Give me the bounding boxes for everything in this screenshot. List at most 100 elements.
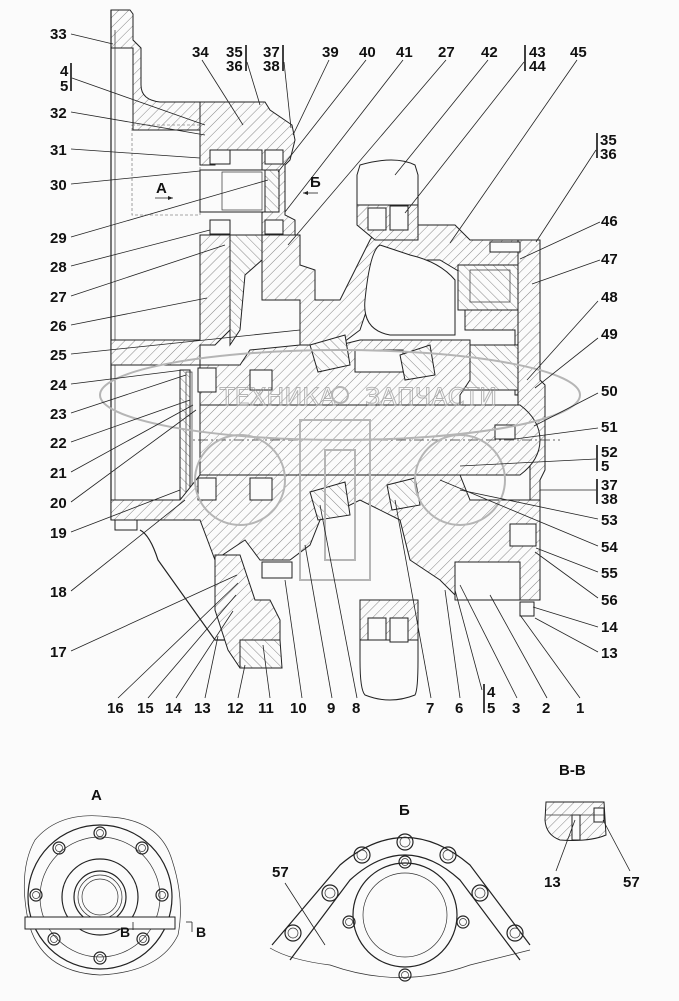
input-bearing-upper bbox=[209, 149, 231, 165]
hub-bearing-mid-upper bbox=[249, 369, 273, 391]
view-vv-callout-57: 57 bbox=[623, 874, 640, 891]
callout-13: 13 bbox=[194, 700, 211, 717]
view-a-bore bbox=[81, 878, 119, 916]
callout-22: 22 bbox=[50, 435, 67, 452]
planet-gear-upper bbox=[457, 264, 519, 311]
callout-4: 4 bbox=[60, 63, 69, 80]
callout-21: 21 bbox=[50, 465, 67, 482]
bull-gear-hub-upper bbox=[356, 204, 419, 241]
callout-36-right: 36 bbox=[600, 146, 617, 163]
view-vv-title: В-В bbox=[559, 762, 586, 779]
callout-44: 44 bbox=[529, 58, 546, 75]
callout-13-right: 13 bbox=[601, 645, 618, 662]
input-plug bbox=[264, 169, 280, 213]
callout-51: 51 bbox=[601, 419, 618, 436]
axle-end-plate bbox=[179, 369, 191, 501]
callouts-left: 33 4 5 32 31 30 29 28 27 26 25 24 23 22 … bbox=[50, 26, 301, 661]
housing-left bbox=[110, 234, 231, 366]
view-a-bolt-circle bbox=[39, 836, 161, 958]
bull-gear-bearing-lower bbox=[367, 617, 387, 641]
view-a-bolts bbox=[29, 826, 169, 965]
callout-12: 12 bbox=[227, 700, 244, 717]
view-a-outer-contour bbox=[23, 815, 181, 976]
main-section: ТЕХНИКА ЗАПЧАСТИ А Б bbox=[99, 9, 581, 701]
callout-54: 54 bbox=[601, 539, 618, 556]
callouts-bottom: 16 15 14 13 12 11 10 9 8 7 6 4 5 3 2 1 bbox=[107, 499, 584, 717]
callout-17: 17 bbox=[50, 644, 67, 661]
cover-bolt-top bbox=[489, 241, 521, 253]
view-b-title: Б bbox=[399, 802, 410, 819]
callout-6: 6 bbox=[455, 700, 463, 717]
callout-30: 30 bbox=[50, 177, 67, 194]
callout-14: 14 bbox=[165, 700, 182, 717]
view-a-marker: А bbox=[156, 180, 167, 197]
hub-lower bbox=[110, 474, 541, 601]
view-b-carrier-bolts bbox=[342, 855, 470, 982]
taper-bearing-upper bbox=[309, 334, 351, 373]
callout-52: 52 bbox=[601, 444, 618, 461]
callout-35: 35 bbox=[226, 44, 243, 61]
callout-5-bottom: 5 bbox=[487, 700, 495, 717]
flange-dotted-region bbox=[131, 124, 201, 216]
callout-28: 28 bbox=[50, 259, 67, 276]
input-bearing-lower-r bbox=[264, 219, 284, 235]
view-b-callout-57: 57 bbox=[272, 864, 289, 881]
callouts-top: 34 35 36 37 38 39 40 41 27 42 43 44 45 bbox=[192, 44, 587, 246]
mounting-flange bbox=[110, 9, 261, 131]
watermark-text-left: ТЕХНИКА bbox=[219, 383, 336, 411]
callout-18: 18 bbox=[50, 584, 67, 601]
callout-1: 1 bbox=[576, 700, 584, 717]
bull-gear-bearing-lower-r bbox=[389, 617, 409, 643]
input-bearing-lower bbox=[209, 219, 231, 235]
callout-15: 15 bbox=[137, 700, 154, 717]
brake-disc-web bbox=[229, 234, 263, 347]
callout-20: 20 bbox=[50, 495, 67, 512]
view-a-flange bbox=[27, 824, 173, 970]
view-a-hub bbox=[61, 858, 139, 936]
final-drive-casing bbox=[139, 529, 241, 641]
callout-39: 39 bbox=[322, 44, 339, 61]
bull-gear-upper bbox=[356, 159, 419, 206]
view-b-marker: Б bbox=[310, 174, 321, 191]
flange-bolt-hole bbox=[114, 519, 138, 531]
callout-45: 45 bbox=[570, 44, 587, 61]
hub-bearing-left-lower bbox=[197, 477, 217, 501]
callout-46: 46 bbox=[601, 213, 618, 230]
watermark-text-right: ЗАПЧАСТИ bbox=[365, 383, 497, 411]
callout-23: 23 bbox=[50, 406, 67, 423]
callout-27-top: 27 bbox=[438, 44, 455, 61]
drain-plug bbox=[509, 523, 537, 547]
callout-34: 34 bbox=[192, 44, 209, 61]
view-b: Б 57 bbox=[269, 802, 531, 982]
input-bearing-upper-r bbox=[264, 149, 284, 165]
callout-32: 32 bbox=[50, 105, 67, 122]
callout-14-right: 14 bbox=[601, 619, 618, 636]
bull-gear-bearing-upper bbox=[367, 207, 387, 231]
view-vv-pin bbox=[571, 814, 581, 841]
gear-icon bbox=[331, 386, 349, 404]
callout-38: 38 bbox=[263, 58, 280, 75]
callout-26: 26 bbox=[50, 318, 67, 335]
view-b-bolts bbox=[284, 833, 524, 942]
view-b-arrowhead bbox=[303, 191, 308, 195]
callout-41: 41 bbox=[396, 44, 413, 61]
view-b-inner-arc bbox=[289, 854, 521, 961]
view-b-lower-contour bbox=[269, 947, 531, 978]
callout-47: 47 bbox=[601, 251, 618, 268]
callout-11: 11 bbox=[258, 700, 274, 717]
callout-5-right: 5 bbox=[601, 458, 609, 475]
callout-7: 7 bbox=[426, 700, 434, 717]
callout-53: 53 bbox=[601, 512, 618, 529]
callout-40: 40 bbox=[359, 44, 376, 61]
view-vv: В-В 13 57 bbox=[544, 762, 640, 891]
lower-bearing-cap bbox=[239, 639, 283, 669]
callout-37: 37 bbox=[263, 44, 280, 61]
carrier-inner-cavity bbox=[364, 244, 456, 336]
input-shaft-bore bbox=[199, 169, 266, 213]
callout-10: 10 bbox=[290, 700, 307, 717]
callout-19: 19 bbox=[50, 525, 67, 542]
callout-50: 50 bbox=[601, 383, 618, 400]
callout-31: 31 bbox=[50, 142, 67, 159]
view-a: А В В bbox=[23, 787, 206, 976]
callout-36: 36 bbox=[226, 58, 243, 75]
